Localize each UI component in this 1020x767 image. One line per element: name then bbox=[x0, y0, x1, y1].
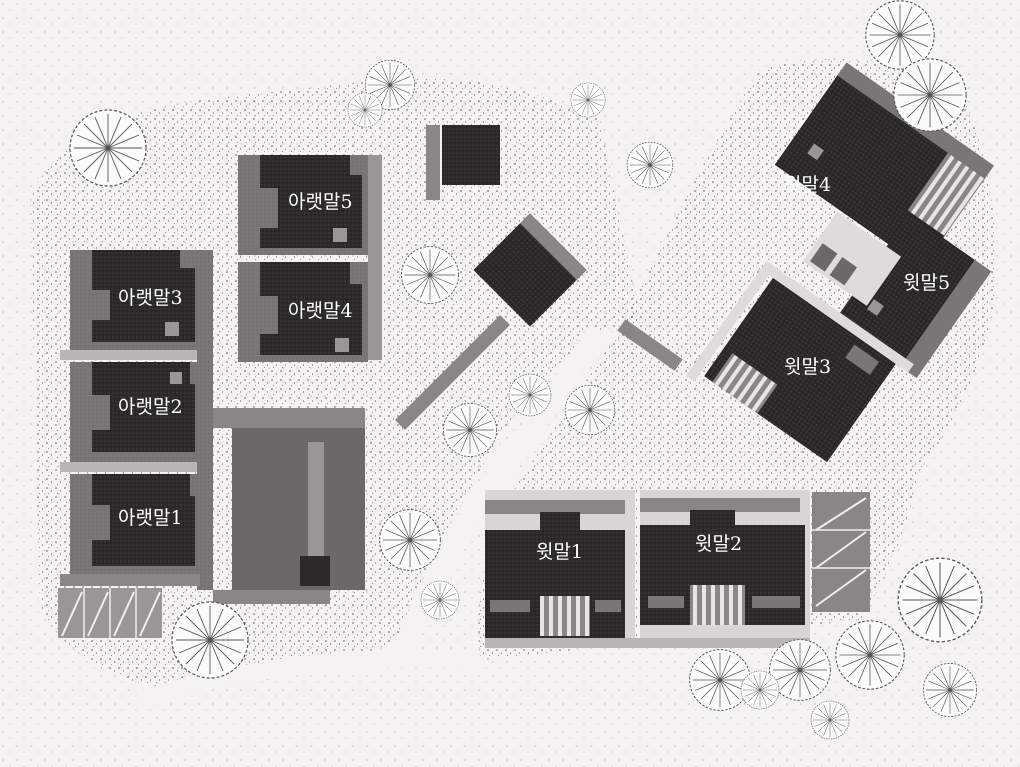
courtyard bbox=[213, 408, 365, 604]
tree-icon bbox=[442, 402, 498, 458]
upper-row-base bbox=[485, 638, 810, 648]
tree-icon bbox=[347, 92, 383, 128]
tree-icon bbox=[69, 109, 147, 187]
walkway-mid bbox=[368, 155, 382, 360]
tree-icon bbox=[922, 662, 978, 718]
house-lower-3 bbox=[60, 250, 197, 360]
house-lower-2 bbox=[60, 362, 197, 472]
house-lower-5 bbox=[238, 155, 368, 255]
label-upper-3: 윗말3 bbox=[784, 356, 831, 378]
pavilion-walkway bbox=[395, 315, 510, 430]
label-lower-1: 아랫말1 bbox=[118, 507, 183, 529]
tree-icon bbox=[508, 373, 552, 417]
walkway-left bbox=[197, 250, 213, 590]
tree-icon bbox=[564, 384, 616, 436]
label-lower-2: 아랫말2 bbox=[118, 396, 183, 418]
label-lower-3: 아랫말3 bbox=[118, 287, 183, 309]
tree-icon bbox=[689, 649, 751, 711]
upper-courtyard bbox=[802, 211, 902, 306]
tree-icon bbox=[379, 509, 441, 571]
parking-lower bbox=[58, 588, 162, 638]
tree-icon bbox=[420, 580, 460, 620]
parking-upper bbox=[812, 492, 870, 612]
tree-icon bbox=[171, 601, 249, 679]
tree-icon bbox=[401, 246, 459, 304]
tree-icon bbox=[835, 620, 905, 690]
upper-connector bbox=[617, 319, 683, 371]
tree-icon bbox=[893, 58, 967, 132]
pavilion-small bbox=[426, 125, 500, 200]
bottom-path bbox=[137, 649, 481, 709]
tree-icon bbox=[810, 700, 850, 740]
label-upper-5: 윗말5 bbox=[903, 272, 950, 294]
tree-icon bbox=[740, 670, 780, 710]
tree-icon bbox=[570, 82, 606, 118]
label-upper-4: 윗말4 bbox=[784, 174, 831, 196]
tree-icon bbox=[626, 141, 674, 189]
central-path bbox=[389, 323, 610, 664]
label-lower-5: 아랫말5 bbox=[288, 191, 353, 213]
tree-icon bbox=[897, 557, 983, 643]
label-upper-1: 윗말1 bbox=[536, 541, 583, 563]
label-lower-4: 아랫말4 bbox=[288, 300, 353, 322]
house-lower-1 bbox=[60, 474, 200, 586]
house-lower-4 bbox=[238, 262, 368, 362]
house-upper-3 bbox=[686, 261, 914, 463]
label-upper-2: 윗말2 bbox=[695, 533, 742, 555]
house-upper-2 bbox=[640, 490, 810, 640]
house-upper-1 bbox=[485, 490, 635, 640]
